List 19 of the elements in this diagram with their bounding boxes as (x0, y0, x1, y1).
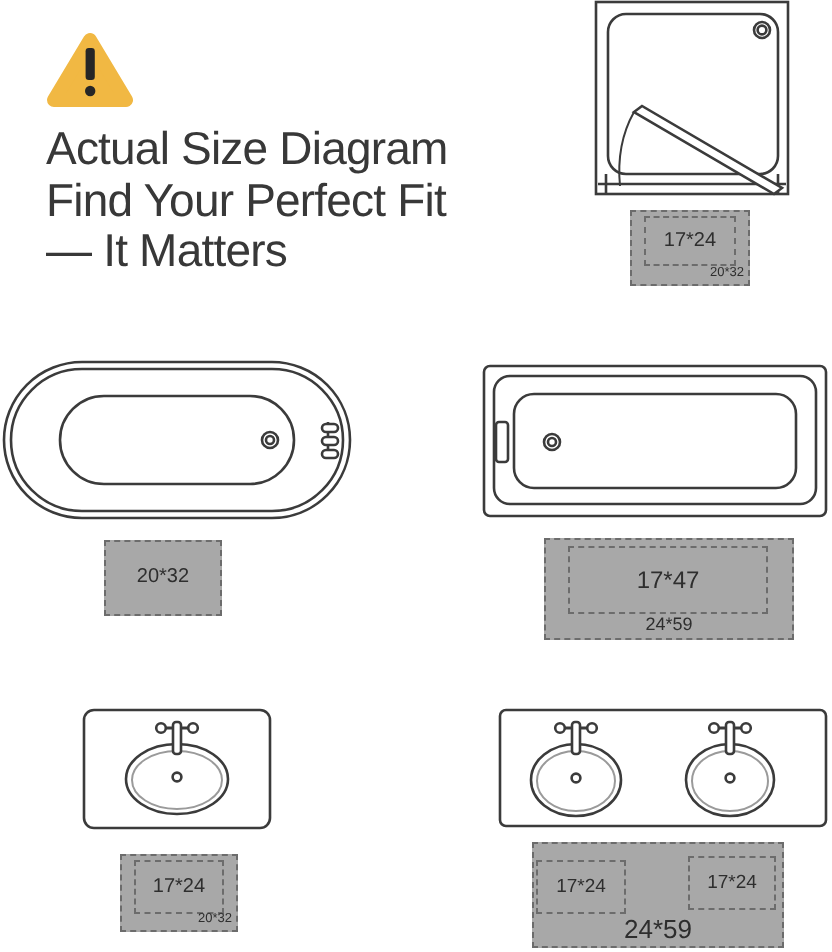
size-label: 17*47 (636, 568, 700, 592)
size-label: 24*59 (624, 916, 692, 942)
size-label: 17*24 (663, 231, 717, 251)
bath-mat (630, 210, 750, 286)
bath-mat (104, 540, 222, 616)
mat-inset-outline (536, 860, 626, 914)
bath-mat (544, 538, 794, 640)
mat-inset-outline (644, 216, 736, 266)
bath-mat (532, 842, 784, 948)
heading: Actual Size Diagram Find Your Perfect Fit — It Matters (46, 124, 450, 277)
size-label: 24*59 (645, 616, 693, 634)
size-label: 17*24 (152, 877, 206, 897)
size-label: 17*24 (556, 877, 606, 897)
mat-inset-outline (568, 546, 768, 614)
mat-inset-outline (134, 860, 224, 914)
bath-mat (120, 854, 238, 932)
size-label: 20*32 (136, 568, 190, 588)
mat-inset-outline (688, 856, 776, 910)
size-label: 17*24 (707, 873, 757, 893)
